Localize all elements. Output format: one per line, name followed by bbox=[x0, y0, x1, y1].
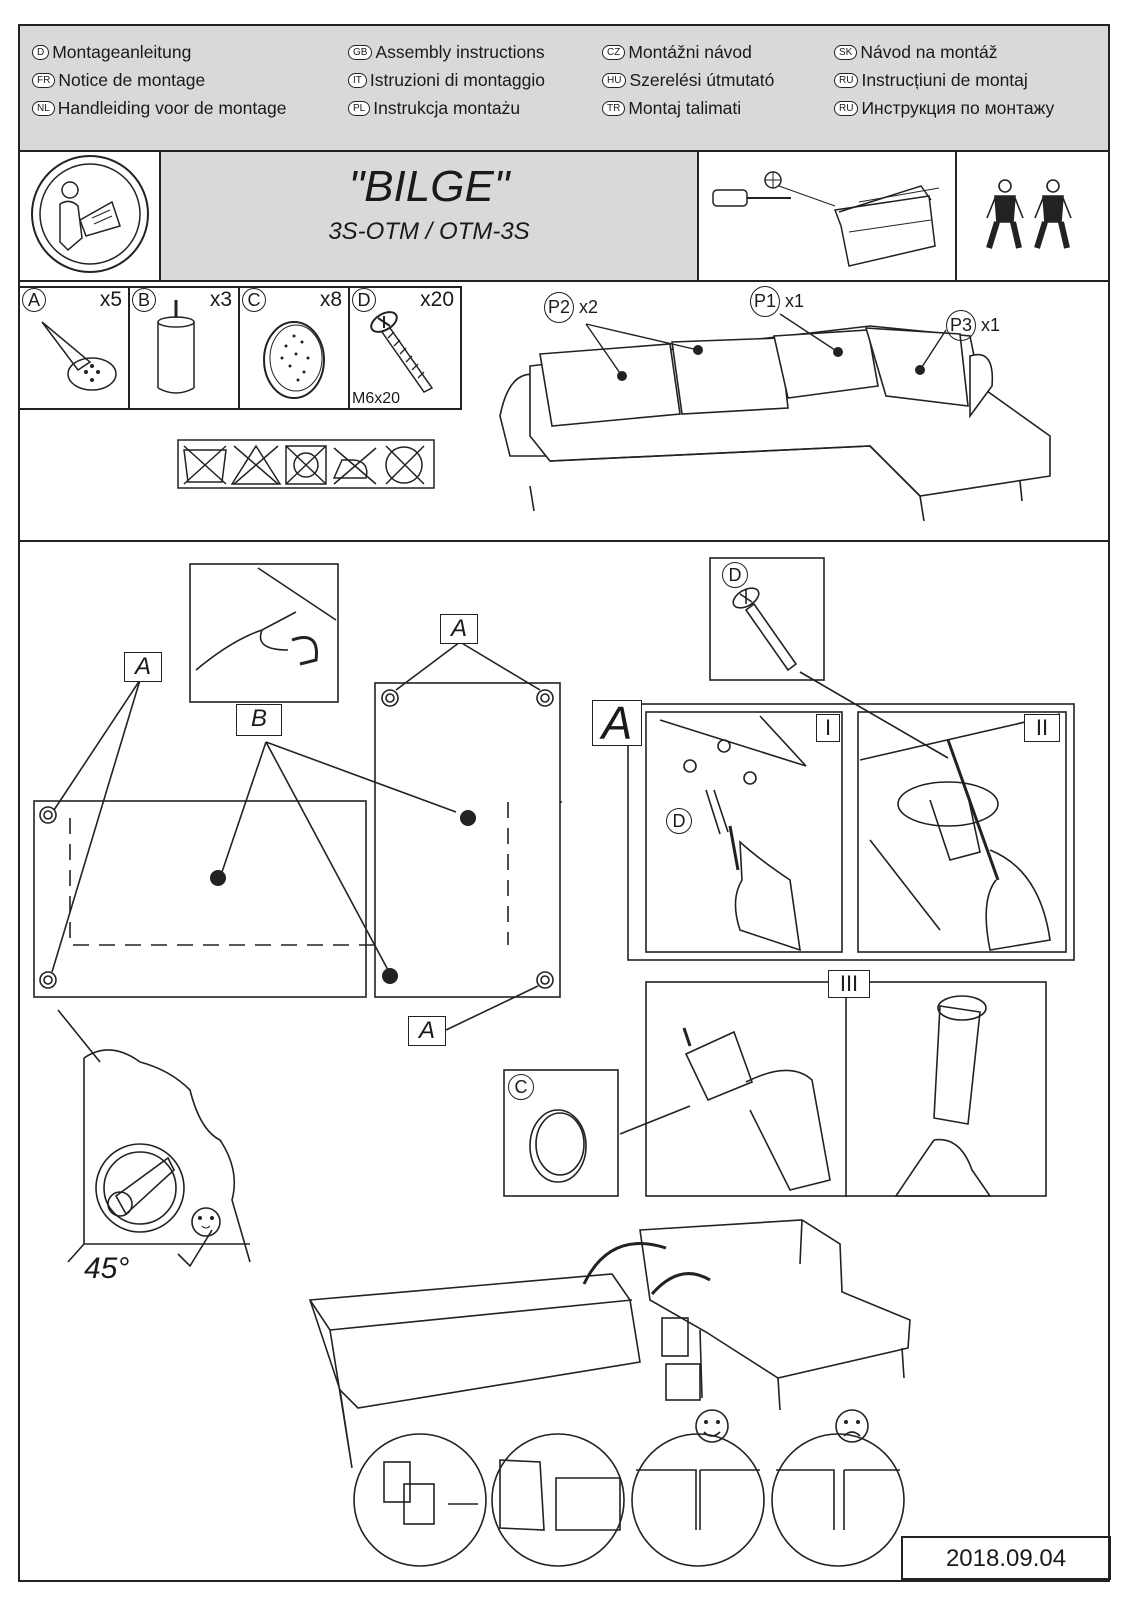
felt-pad-icon bbox=[263, 321, 325, 399]
page-frame bbox=[18, 24, 1110, 1582]
two-persons-icon bbox=[986, 179, 1072, 249]
callout-d-step: D bbox=[666, 808, 692, 834]
callout-d-inset: D bbox=[722, 562, 748, 588]
callout-a-top: A bbox=[440, 614, 478, 644]
part-d-cell: D x20 M6x20 bbox=[348, 286, 462, 410]
product-model: 3S-OTM / OTM-3S bbox=[328, 218, 530, 245]
step-1-label: I bbox=[816, 714, 840, 742]
section-divider bbox=[18, 540, 1110, 542]
screwdriver-toolbox-icon bbox=[712, 171, 940, 267]
callout-a-large: A bbox=[592, 700, 642, 746]
title-cell: "BILGE" 3S-OTM / OTM-3S bbox=[159, 150, 699, 282]
step-2-label: II bbox=[1024, 714, 1060, 742]
sofa-overview-illustration bbox=[499, 313, 1051, 522]
leg-icon bbox=[41, 321, 117, 391]
read-manual-icon bbox=[31, 155, 149, 273]
product-name: "BILGE" bbox=[348, 162, 510, 211]
callout-a-bottom: A bbox=[408, 1016, 446, 1046]
callout-c: C bbox=[508, 1074, 534, 1100]
bolt-leg-icon bbox=[157, 300, 195, 394]
screw-icon bbox=[370, 311, 434, 393]
document-date: 2018.09.04 bbox=[901, 1536, 1111, 1580]
part-b-cell: B x3 bbox=[128, 286, 240, 410]
pillow-label-p1: P1 x1 bbox=[750, 286, 804, 317]
angle-label: 45° bbox=[84, 1252, 130, 1285]
callout-b: B bbox=[236, 704, 282, 736]
pillow-label-p3: P3 x1 bbox=[946, 310, 1000, 341]
pillow-label-p2: P2 x2 bbox=[544, 292, 598, 323]
callout-a-left: A bbox=[124, 652, 162, 682]
step-3-label: III bbox=[828, 970, 870, 998]
care-symbols bbox=[177, 439, 435, 489]
